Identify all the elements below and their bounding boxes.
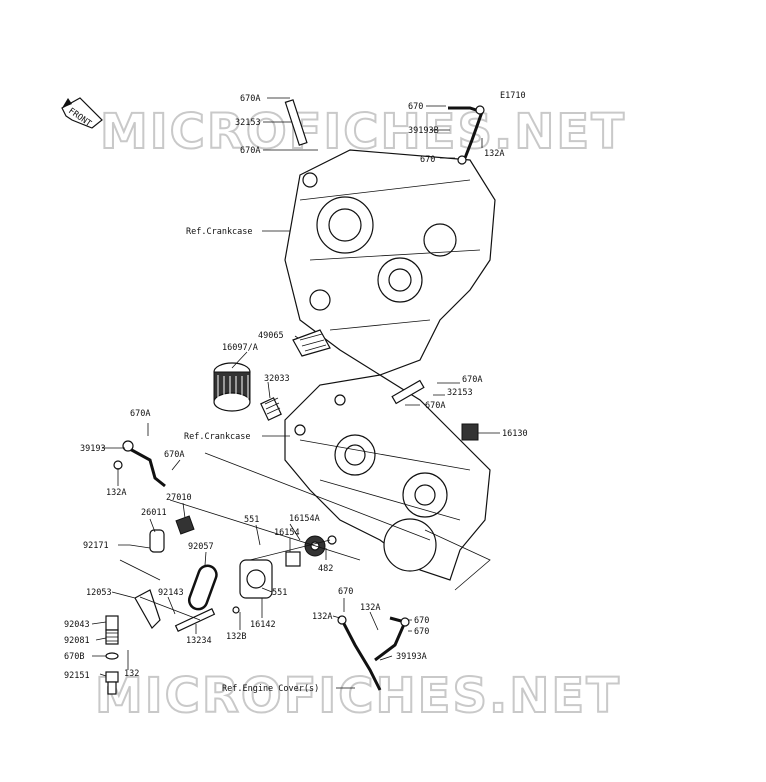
label-670a-2: 670A — [240, 146, 260, 156]
label-670-4: 670 — [414, 616, 429, 626]
label-132a-2: 132A — [106, 488, 126, 498]
label-670a-4: 670A — [425, 401, 445, 411]
oil-screen-49065 — [292, 329, 331, 357]
guide-12053 — [134, 589, 161, 629]
label-27010: 27010 — [166, 493, 192, 503]
sensor-27010 — [175, 515, 195, 535]
ref-crankcase-top: Ref.Crankcase — [186, 227, 253, 237]
label-482: 482 — [318, 564, 333, 574]
label-92143: 92143 — [158, 588, 184, 598]
label-670a-5: 670A — [130, 409, 150, 419]
ref-crankcase-mid: Ref.Crankcase — [184, 432, 251, 442]
valve-26011 — [119, 529, 165, 581]
label-16142: 16142 — [250, 620, 276, 630]
upper-crankcase — [284, 149, 496, 376]
shaft-13234 — [174, 608, 216, 632]
label-670-1: 670 — [408, 102, 423, 112]
label-32153-2: 32153 — [447, 388, 473, 398]
label-39193b: 39193B — [408, 126, 439, 136]
label-132a-4: 132A — [360, 603, 380, 613]
pipe-32153-mid — [391, 379, 425, 405]
label-132b: 132B — [226, 632, 246, 642]
label-670a-3: 670A — [462, 375, 482, 385]
label-39193: 39193 — [80, 444, 106, 454]
chain-92057 — [187, 564, 218, 611]
label-12053: 12053 — [86, 588, 112, 598]
front-arrow-icon: FRONT — [61, 97, 103, 129]
oil-filter-16097 — [213, 362, 251, 412]
label-92057: 92057 — [188, 542, 214, 552]
pipe-39193b — [448, 105, 485, 165]
label-132a-1: 132A — [484, 149, 504, 159]
label-16097a: 16097/A — [222, 343, 258, 353]
label-670-2: 670 — [420, 155, 435, 165]
label-49065: 49065 — [258, 331, 284, 341]
pipe-39193a — [337, 615, 410, 691]
label-670b: 670B — [64, 652, 84, 662]
watermark-bottom: MICROFICHES.NET — [95, 668, 621, 724]
label-132: 132 — [124, 669, 139, 679]
label-670a-1: 670A — [240, 94, 260, 104]
diagram-code: E1710 — [500, 91, 526, 101]
label-92043: 92043 — [64, 620, 90, 630]
label-39193a: 39193A — [396, 652, 427, 662]
relief-valve-stack — [105, 615, 119, 695]
label-92151: 92151 — [64, 671, 90, 681]
label-670-3: 670 — [338, 587, 353, 597]
label-92081: 92081 — [64, 636, 90, 646]
label-551-2: 551 — [272, 588, 287, 598]
label-670-5: 670 — [414, 627, 429, 637]
label-670a-6: 670A — [164, 450, 184, 460]
pipe-32153-top — [284, 99, 308, 146]
label-32033: 32033 — [264, 374, 290, 384]
label-16154: 16154 — [274, 528, 300, 538]
label-132a-3: 132A — [312, 612, 332, 622]
ref-engine-cover: Ref.Engine Cover(s) — [222, 684, 319, 694]
label-32153-1: 32153 — [235, 118, 261, 128]
label-13234: 13234 — [186, 636, 212, 646]
label-551-1: 551 — [244, 515, 259, 525]
lower-crankcase — [284, 374, 491, 581]
label-92171: 92171 — [83, 541, 109, 551]
fitting-32033 — [260, 397, 282, 421]
label-16130: 16130 — [502, 429, 528, 439]
label-16154a: 16154A — [289, 514, 320, 524]
label-26011: 26011 — [141, 508, 167, 518]
switch-16130 — [461, 423, 479, 441]
